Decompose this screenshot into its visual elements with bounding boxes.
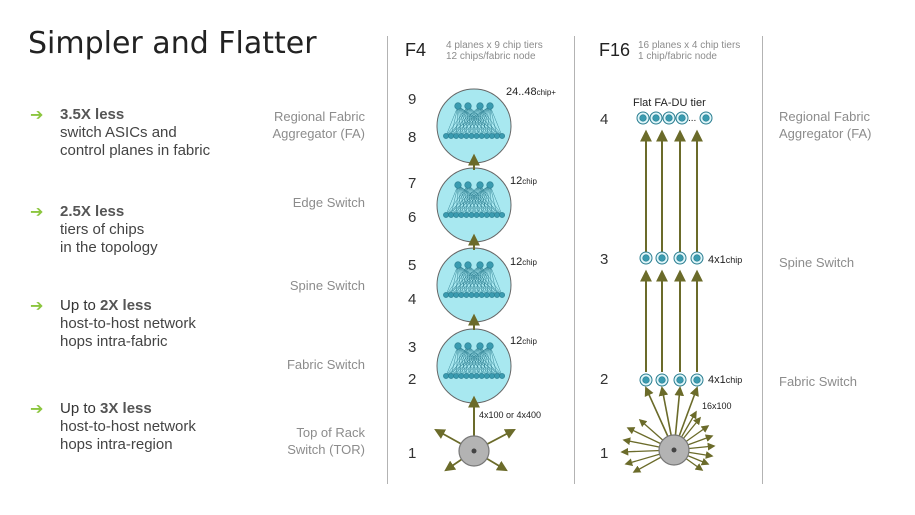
f4-tor bbox=[434, 428, 516, 472]
f4-tier-3: 3 bbox=[408, 339, 416, 356]
f16-chip bbox=[639, 251, 653, 265]
f4-node-label: 24..48chip+ bbox=[506, 86, 556, 98]
f16-top-label: Flat FA-DU tier bbox=[633, 97, 706, 109]
f4-link-label: 4x100 or 4x400 bbox=[479, 410, 541, 420]
label-fabric-switch-right: Fabric Switch bbox=[779, 374, 858, 389]
arrow-right-icon: ➔ bbox=[30, 204, 44, 221]
f16-chip bbox=[639, 373, 653, 387]
f16-chip bbox=[662, 111, 676, 125]
label-fabric-switch-left: Fabric Switch bbox=[286, 357, 365, 372]
f4-tier-5: 5 bbox=[408, 257, 416, 274]
f4-nodes bbox=[436, 88, 512, 404]
f4-tier-7: 7 bbox=[408, 175, 416, 192]
arrow-right-icon: ➔ bbox=[30, 401, 44, 418]
f16-spine-label: 4x1chip bbox=[708, 254, 742, 266]
f16-tier-3: 3 bbox=[600, 251, 608, 268]
f16-chip bbox=[699, 111, 713, 125]
f4-title: F4 bbox=[405, 40, 427, 60]
f4-node-label: 12chip bbox=[510, 175, 537, 187]
f16-network bbox=[636, 111, 713, 387]
f4-fabric-node bbox=[436, 328, 512, 404]
divider bbox=[762, 36, 763, 484]
f4-subtitle: 4 planes x 9 chip tiers 12 chips/fabric … bbox=[446, 40, 543, 62]
f16-chip bbox=[675, 111, 689, 125]
f16-tier-2: 2 bbox=[600, 371, 608, 388]
f4-tier-4: 4 bbox=[408, 291, 416, 308]
f16-tier-1: 1 bbox=[600, 445, 608, 462]
label-regional-fa-right: Regional Fabric Aggregator (FA) bbox=[779, 109, 872, 141]
f16-tor bbox=[620, 386, 716, 473]
f4-fabric-node bbox=[436, 88, 512, 164]
f4-fabric-node bbox=[436, 247, 512, 323]
f16-ellipsis: ... bbox=[688, 113, 696, 124]
point-highlight: 3.5X less bbox=[60, 106, 125, 123]
label-spine-switch-left: Spine Switch bbox=[289, 278, 365, 293]
f16-subtitle: 16 planes x 4 chip tiers 1 chip/fabric n… bbox=[638, 40, 741, 62]
page-title: Simpler and Flatter bbox=[28, 26, 317, 61]
f4-tier-numbers: 9 8 7 6 5 4 3 2 1 bbox=[408, 91, 416, 462]
arrow-right-icon: ➔ bbox=[30, 298, 44, 315]
f16-fabric-label: 4x1chip bbox=[708, 374, 742, 386]
f16-link-label: 16x100 bbox=[702, 401, 732, 411]
label-tor: Top of Rack Switch (TOR) bbox=[287, 425, 365, 457]
divider bbox=[574, 36, 575, 484]
f4-tier-8: 8 bbox=[408, 129, 416, 146]
label-spine-switch-right: Spine Switch bbox=[779, 255, 855, 270]
f16-tier-numbers: 4 3 2 1 bbox=[600, 111, 608, 462]
f16-chip bbox=[690, 251, 704, 265]
point-highlight: 2X less bbox=[100, 297, 152, 314]
f4-node-label: 12chip bbox=[510, 335, 537, 347]
arrow-right-icon: ➔ bbox=[30, 107, 44, 124]
point-highlight: 3X less bbox=[100, 400, 152, 417]
f16-title: F16 bbox=[599, 40, 631, 60]
label-edge-switch: Edge Switch bbox=[292, 195, 365, 210]
point-highlight: 2.5X less bbox=[60, 203, 125, 220]
divider bbox=[387, 36, 388, 484]
f16-chip bbox=[673, 373, 687, 387]
f4-tier-6: 6 bbox=[408, 209, 416, 226]
f4-fabric-node bbox=[436, 167, 512, 243]
f16-chip bbox=[690, 373, 704, 387]
f16-chip bbox=[655, 373, 669, 387]
f4-tier-1: 1 bbox=[408, 445, 416, 462]
label-regional-fa-left: Regional Fabric Aggregator (FA) bbox=[272, 109, 366, 141]
f16-chip bbox=[655, 251, 669, 265]
f4-node-label: 12chip bbox=[510, 256, 537, 268]
f4-tier-9: 9 bbox=[408, 91, 416, 108]
f16-chip bbox=[673, 251, 687, 265]
f16-tier-4: 4 bbox=[600, 111, 608, 128]
f4-tier-2: 2 bbox=[408, 371, 416, 388]
f16-chip bbox=[636, 111, 650, 125]
f16-chip bbox=[649, 111, 663, 125]
